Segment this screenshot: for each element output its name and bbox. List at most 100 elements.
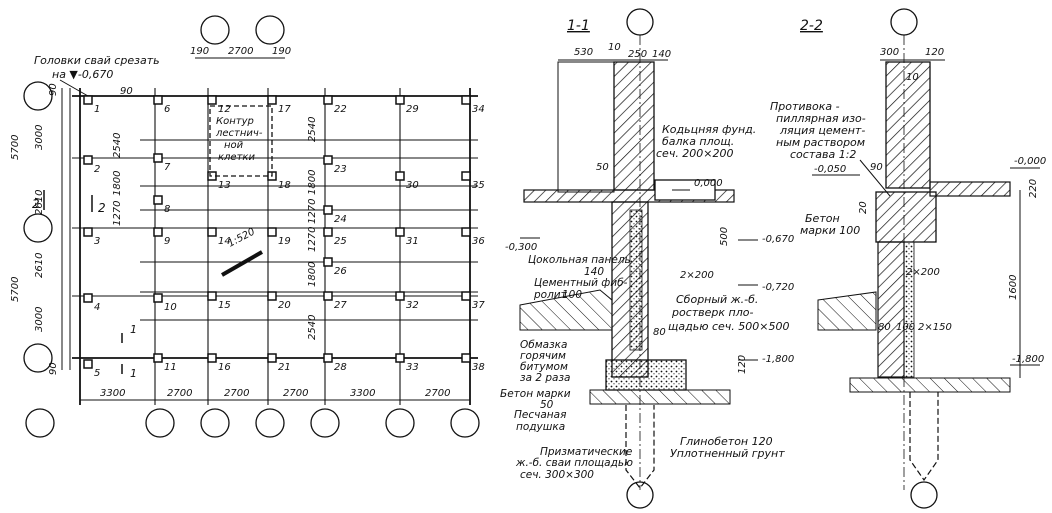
pile-marker	[83, 293, 93, 303]
pile-marker	[207, 291, 217, 301]
slope-marker: 1:520	[221, 226, 263, 277]
axis-bubble-top	[255, 15, 285, 45]
svg-text:Обмазка: Обмазка	[520, 339, 567, 351]
pile-marker	[83, 155, 93, 165]
plan-piles: 1234567891011121314151617181920212223242…	[83, 95, 485, 379]
svg-text:-0,300: -0,300	[505, 242, 537, 253]
axis-bubble-left	[23, 343, 53, 373]
stair-contour-label-3: ной	[224, 140, 244, 151]
pile-marker	[153, 153, 163, 163]
svg-text:Призматические: Призматические	[540, 446, 632, 458]
svg-text:Цементный фиб-: Цементный фиб-	[534, 277, 628, 289]
pile-number: 10	[164, 302, 177, 313]
pile-number: 34	[472, 104, 485, 115]
svg-text:Кодьцняя фунд.: Кодьцняя фунд.	[662, 123, 756, 136]
svg-text:1270: 1270	[112, 201, 123, 226]
pile-marker	[267, 227, 277, 237]
pile-marker	[83, 95, 93, 105]
svg-text:120: 120	[737, 355, 748, 374]
pile-number: 24	[334, 214, 347, 225]
svg-text:за 2 раза: за 2 раза	[520, 372, 571, 384]
section-2-2: 2-2 300 120 10 Противока - пиллярная изо…	[770, 8, 1046, 509]
svg-text:балка площ.: балка площ.	[662, 135, 734, 148]
svg-text:220: 220	[1028, 179, 1039, 198]
svg-text:1800: 1800	[307, 262, 318, 287]
axis-bubble-bottom	[145, 408, 175, 438]
pile-number: 5	[94, 368, 100, 379]
svg-text:1:520: 1:520	[226, 226, 257, 249]
svg-text:битумом: битумом	[520, 361, 568, 373]
svg-text:2: 2	[32, 197, 40, 211]
svg-text:50: 50	[596, 162, 609, 173]
svg-text:80: 80	[653, 327, 666, 338]
svg-text:2700: 2700	[224, 388, 249, 399]
plan-grid-lines	[72, 88, 478, 405]
pile-head-note-2: на ▼-0,670	[52, 68, 113, 81]
pile-number: 15	[218, 300, 231, 311]
svg-text:20: 20	[858, 201, 869, 214]
svg-text:300: 300	[880, 47, 899, 58]
svg-text:1: 1	[130, 367, 137, 380]
pile-number: 19	[278, 236, 291, 247]
pile-marker	[461, 171, 471, 181]
pile-number: 3	[94, 236, 100, 247]
svg-text:3000: 3000	[34, 125, 45, 150]
svg-text:140: 140	[652, 49, 671, 60]
section-1-1: 1-1 530 10 250 140 0,000	[500, 8, 794, 509]
pile-marker	[153, 195, 163, 205]
axis-bubble-bottom	[385, 408, 415, 438]
pile-marker	[153, 353, 163, 363]
pile-number: 32	[406, 300, 419, 311]
axis-bubble-left	[23, 81, 53, 111]
svg-text:ролит: ролит	[533, 289, 568, 301]
svg-text:ным раствором: ным раствором	[776, 136, 865, 149]
svg-text:Цокольная панель: Цокольная панель	[528, 254, 631, 266]
pile-number: 30	[406, 180, 419, 191]
pile-number: 1	[94, 104, 100, 115]
pile-number: 26	[334, 266, 347, 277]
pile-number: 37	[472, 300, 485, 311]
axis-bubble-bottom	[200, 408, 230, 438]
pile-marker	[153, 95, 163, 105]
section-marks-plan: 2 2 1 1	[32, 190, 137, 380]
svg-text:2700: 2700	[283, 388, 308, 399]
pile-number: 16	[218, 362, 231, 373]
svg-text:1: 1	[130, 323, 137, 336]
svg-text:5700: 5700	[10, 277, 21, 302]
pile-marker	[323, 95, 333, 105]
svg-text:500: 500	[719, 227, 730, 246]
svg-text:ростверк пло-: ростверк пло-	[671, 306, 753, 319]
svg-text:3000: 3000	[34, 307, 45, 332]
pile-number: 2	[94, 164, 100, 175]
pile-marker	[461, 291, 471, 301]
pile-marker	[267, 95, 277, 105]
svg-text:190: 190	[190, 46, 209, 57]
svg-text:Уплотненный грунт: Уплотненный грунт	[670, 447, 785, 460]
svg-text:80: 80	[878, 322, 891, 333]
svg-text:ляция цемент-: ляция цемент-	[779, 124, 865, 137]
pile-marker	[461, 353, 471, 363]
pile-marker	[83, 227, 93, 237]
plan-axis-bubbles	[23, 15, 480, 438]
svg-text:2×200: 2×200	[680, 270, 714, 281]
svg-text:3300: 3300	[100, 388, 125, 399]
pile-marker	[267, 353, 277, 363]
plan-dimensions: 3300 2700 2700 2700 3300 2700 190 2700 1…	[10, 46, 470, 401]
pile-marker	[323, 257, 333, 267]
svg-text:5700: 5700	[10, 135, 21, 160]
pile-marker	[395, 171, 405, 181]
pile-marker	[207, 353, 217, 363]
svg-text:Бетон: Бетон	[805, 212, 840, 225]
pile-number: 14	[218, 236, 231, 247]
pile-marker	[153, 293, 163, 303]
axis-bubble-bottom	[450, 408, 480, 438]
svg-text:100: 100	[562, 289, 582, 301]
stair-contour-label-2: лестнич-	[215, 128, 263, 139]
section-1-levels: 0,000 -0,300 -0,670 -0,720 -1,800	[505, 178, 794, 365]
svg-text:-0,000: -0,000	[1014, 156, 1046, 167]
svg-text:2540: 2540	[307, 117, 318, 142]
pile-number: 11	[164, 362, 177, 373]
axis-bubble-bottom	[310, 408, 340, 438]
axis-bubble-left	[23, 213, 53, 243]
